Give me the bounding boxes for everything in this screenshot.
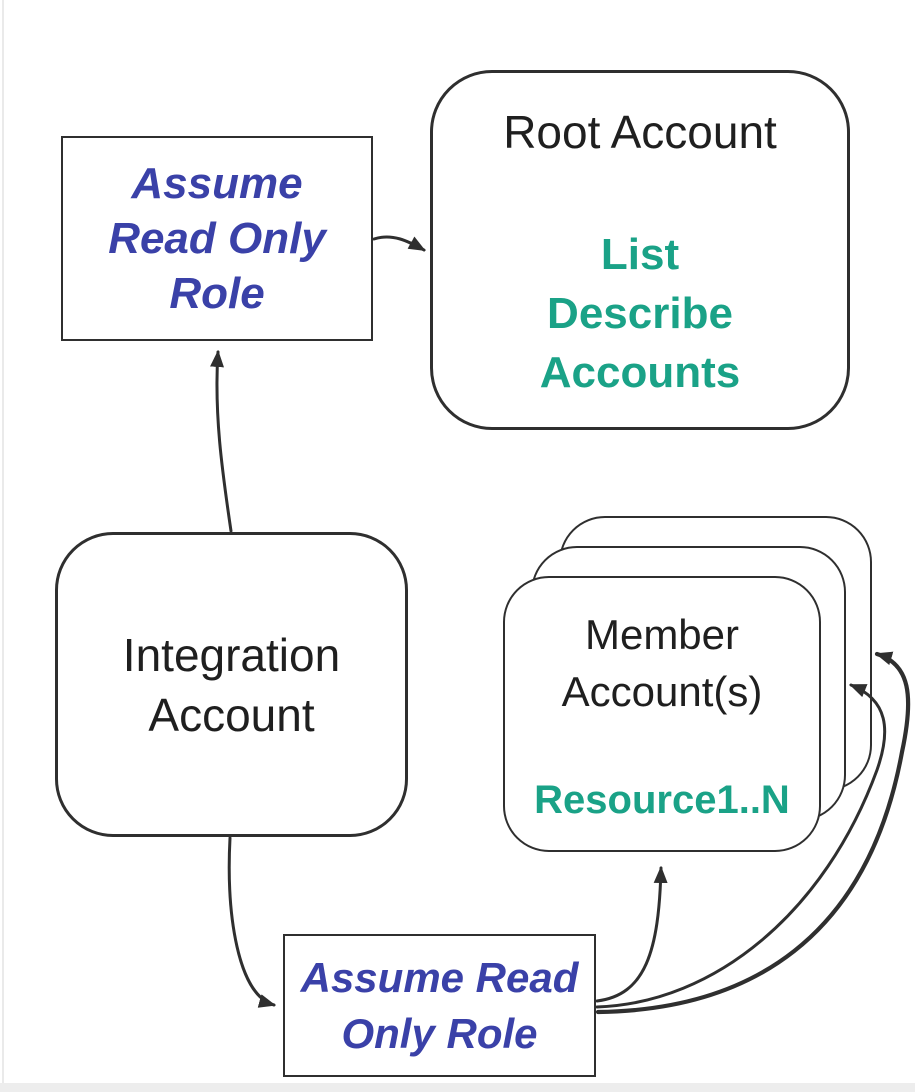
page-left-edge [2, 0, 4, 1083]
assume-role-bottom-line-2: Only Role [341, 1009, 538, 1057]
arrow-assume-top-to-root [372, 235, 426, 252]
page-bottom-strip [0, 1083, 915, 1092]
integration-account-node: Integration Account [55, 532, 408, 837]
assume-role-top-box: Assume Read Only Role [61, 136, 373, 341]
integration-account-line-2: Account [148, 688, 315, 741]
root-account-actions: List Describe Accounts [540, 225, 740, 402]
member-account-title: Member Account(s) [562, 606, 763, 720]
root-account-action-list: List [600, 230, 680, 279]
member-account-title-line-1: Member [584, 611, 740, 658]
assume-role-top-line-1: Assume [131, 159, 303, 208]
arrow-assume-bottom-to-member-front [595, 866, 668, 1003]
member-account-front: Member Account(s) Resource1..N [503, 576, 821, 852]
assume-role-top-line-3: Role [169, 269, 265, 318]
assume-role-bottom-line-1: Assume Read [300, 953, 579, 1001]
arrow-integration-to-assume-bottom [227, 836, 276, 1008]
integration-account-line-1: Integration [122, 628, 341, 681]
root-account-title: Root Account [503, 106, 777, 158]
assume-role-top-line-2: Read Only [108, 214, 326, 263]
assume-role-bottom-box: Assume Read Only Role [283, 934, 596, 1077]
root-account-action-accounts: Accounts [539, 348, 741, 397]
arrow-integration-to-assume-top [210, 350, 233, 533]
root-account-node: Root Account List Describe Accounts [430, 70, 850, 430]
member-account-title-line-2: Account(s) [561, 668, 763, 715]
member-account-resources: Resource1..N [534, 778, 790, 822]
root-account-action-describe: Describe [547, 289, 733, 338]
